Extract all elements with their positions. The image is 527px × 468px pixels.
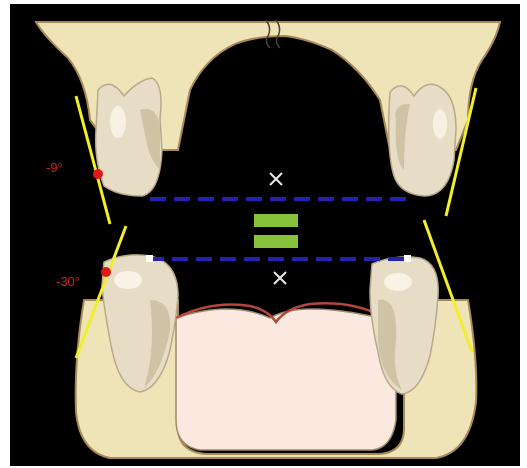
upper-angle-label: -9° <box>46 160 63 175</box>
lower-ridge <box>176 309 396 450</box>
lower-left-contact-point <box>146 255 153 262</box>
lower-right-contact-point <box>404 255 411 262</box>
lower-angle-marker <box>101 267 111 277</box>
upper-right-tooth <box>389 84 456 196</box>
upper-angle-marker <box>93 169 103 179</box>
lower-angle-label: -30° <box>56 274 80 289</box>
upper-left-tooth <box>96 78 162 196</box>
